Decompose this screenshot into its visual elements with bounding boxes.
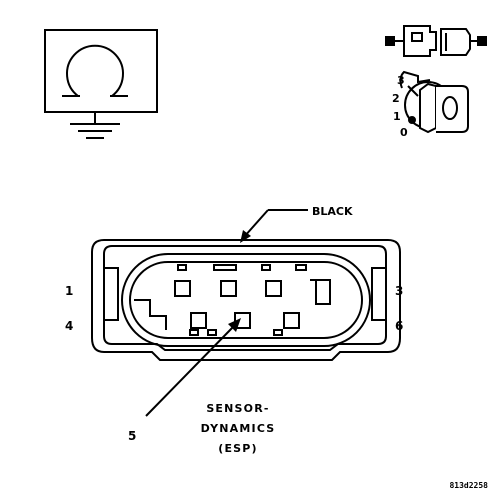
ignition-position-0: 0: [400, 126, 408, 139]
pin-label-3: 3: [395, 284, 403, 298]
pin-cavity-2: [220, 280, 237, 297]
disconnected-connector-icon: [385, 25, 487, 57]
connector-name-line-2: DYNAMICS: [201, 422, 276, 435]
connector-pin-cavities: [174, 280, 300, 329]
connector-housing: [91, 239, 401, 361]
pin-cavity-4: [190, 312, 207, 329]
pin-label-1: 1: [65, 284, 73, 298]
ohmmeter-ground-icon: [44, 29, 158, 139]
connector-name: SENSOR- DYNAMICS (ESP): [201, 402, 276, 455]
pin-cavity-6: [283, 312, 300, 329]
pin-5-callout-line: [145, 325, 235, 417]
ignition-position-2: 2: [392, 92, 400, 105]
pin-cavity-1: [174, 280, 191, 297]
pin-label-5: 5: [128, 429, 136, 443]
figure-reference: 813d2258: [449, 481, 488, 490]
pin-label-6: 6: [395, 319, 403, 333]
wire-color-leader: [243, 209, 308, 238]
connector-name-line-3: (ESP): [218, 442, 258, 455]
pin-cavity-3: [265, 280, 282, 297]
ignition-position-3: 3: [397, 74, 405, 87]
wire-color-label: BLACK: [312, 205, 353, 218]
connector-name-line-1: SENSOR-: [206, 402, 269, 415]
ignition-position-1: 1: [393, 110, 401, 123]
pin-5-callout-arrowhead: [228, 318, 241, 332]
ignition-key-off-icon: [399, 70, 469, 134]
ignition-position-labels: 3 2 1 0: [392, 74, 408, 139]
pin-label-4: 4: [65, 319, 73, 333]
